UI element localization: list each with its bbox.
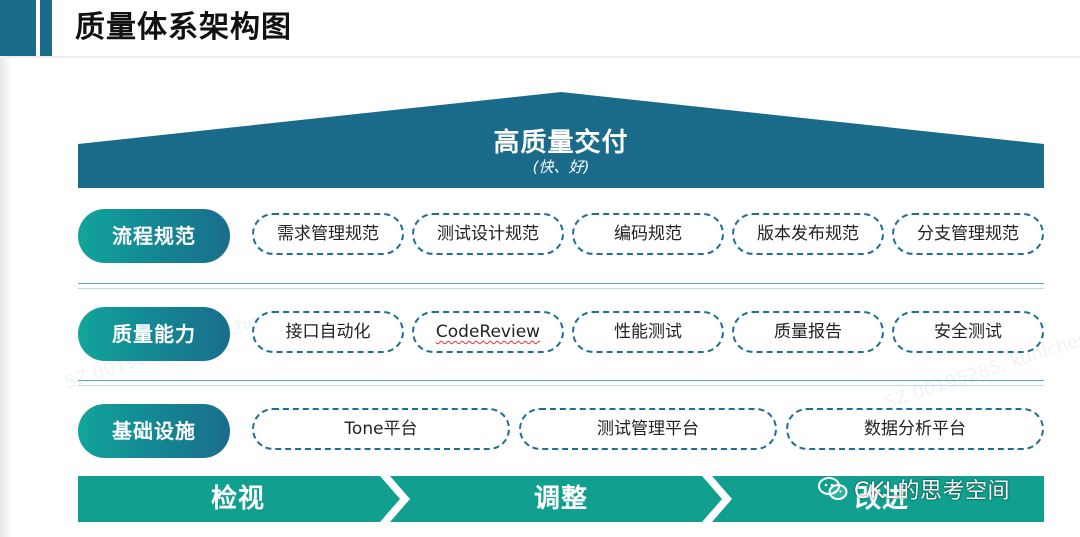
row-infrastructure: 基础设施 Tone平台 测试管理平台 数据分析平台 [78,400,1044,460]
pill-item: 需求管理规范 [252,213,404,255]
row-divider [78,380,1044,381]
pill-item: 测试管理平台 [519,408,777,450]
row-process-standards: 流程规范 需求管理规范 测试设计规范 编码规范 版本发布规范 分支管理规范 [78,205,1044,265]
pill-item: 编码规范 [572,213,724,255]
wechat-icon [818,476,848,502]
roof-subtitle: (快、好) [532,158,590,176]
row-divider [78,283,1044,284]
improvement-cycle-band: 检视 调整 改进 [78,476,1044,522]
band-stage-label: 调整 [533,484,588,514]
pill-item: 性能测试 [572,311,724,353]
row-divider-light [78,288,1044,289]
pill-item: 安全测试 [892,311,1044,353]
roof-shape [78,92,1044,188]
row-label: 基础设施 [78,404,230,458]
page-title: 质量体系架构图 [75,10,292,45]
row-label: 质量能力 [78,307,230,361]
roof-title: 高质量交付 [493,128,629,158]
title-accent-bar-secondary [40,0,52,56]
roof-banner: 高质量交付 (快、好) [78,92,1044,188]
pill-item: 数据分析平台 [786,408,1044,450]
chevron-band-shape [78,476,1044,522]
pill-item: 质量报告 [732,311,884,353]
pill-item: Tone平台 [252,408,510,450]
band-stage-label: 改进 [854,484,909,514]
pill-item: 接口自动化 [252,311,404,353]
wechat-account-name: CKL的思考空间 [854,479,1011,504]
pill-item-codereview: CodeReview [412,311,564,353]
wechat-account-overlay: CKL的思考空间 [818,472,1010,506]
row-label: 流程规范 [78,209,230,263]
pill-item: 版本发布规范 [732,213,884,255]
band-stage-label: 检视 [210,484,265,514]
left-edge-shadow [0,58,12,537]
row-quality-capability: 质量能力 接口自动化 CodeReview 性能测试 质量报告 安全测试 [78,303,1044,363]
pill-item-label: CodeReview [435,322,541,342]
title-divider [0,56,1080,58]
title-accent-bar [0,0,36,56]
pill-item: 测试设计规范 [412,213,564,255]
pill-item: 分支管理规范 [892,213,1044,255]
row-divider-light [78,385,1044,386]
